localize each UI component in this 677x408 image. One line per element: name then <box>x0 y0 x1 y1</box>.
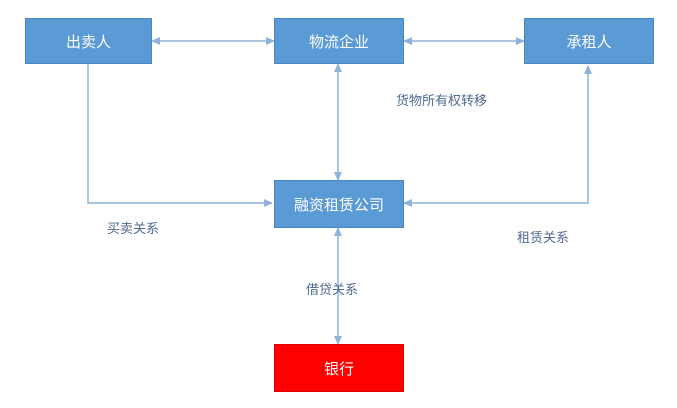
node-seller-label: 出卖人 <box>65 32 111 51</box>
node-logistics-label: 物流企业 <box>308 32 369 51</box>
node-lessee-label: 承租人 <box>566 32 612 51</box>
node-lessee: 承租人 <box>524 18 654 64</box>
node-leasing-company: 融资租赁公司 <box>274 180 404 228</box>
node-bank-label: 银行 <box>323 359 354 378</box>
node-leasing-company-label: 融资租赁公司 <box>293 195 384 214</box>
node-seller: 出卖人 <box>25 18 152 64</box>
label-ownership-transfer: 货物所有权转移 <box>396 94 488 109</box>
label-lease-relation: 租赁关系 <box>517 231 570 246</box>
lessee-leasing-connector <box>403 65 592 207</box>
label-sale-relation: 买卖关系 <box>107 222 160 237</box>
node-bank: 银行 <box>274 344 404 392</box>
node-logistics: 物流企业 <box>274 18 404 64</box>
label-loan-relation: 借贷关系 <box>306 283 359 298</box>
seller-leasing-connector <box>87 64 273 207</box>
